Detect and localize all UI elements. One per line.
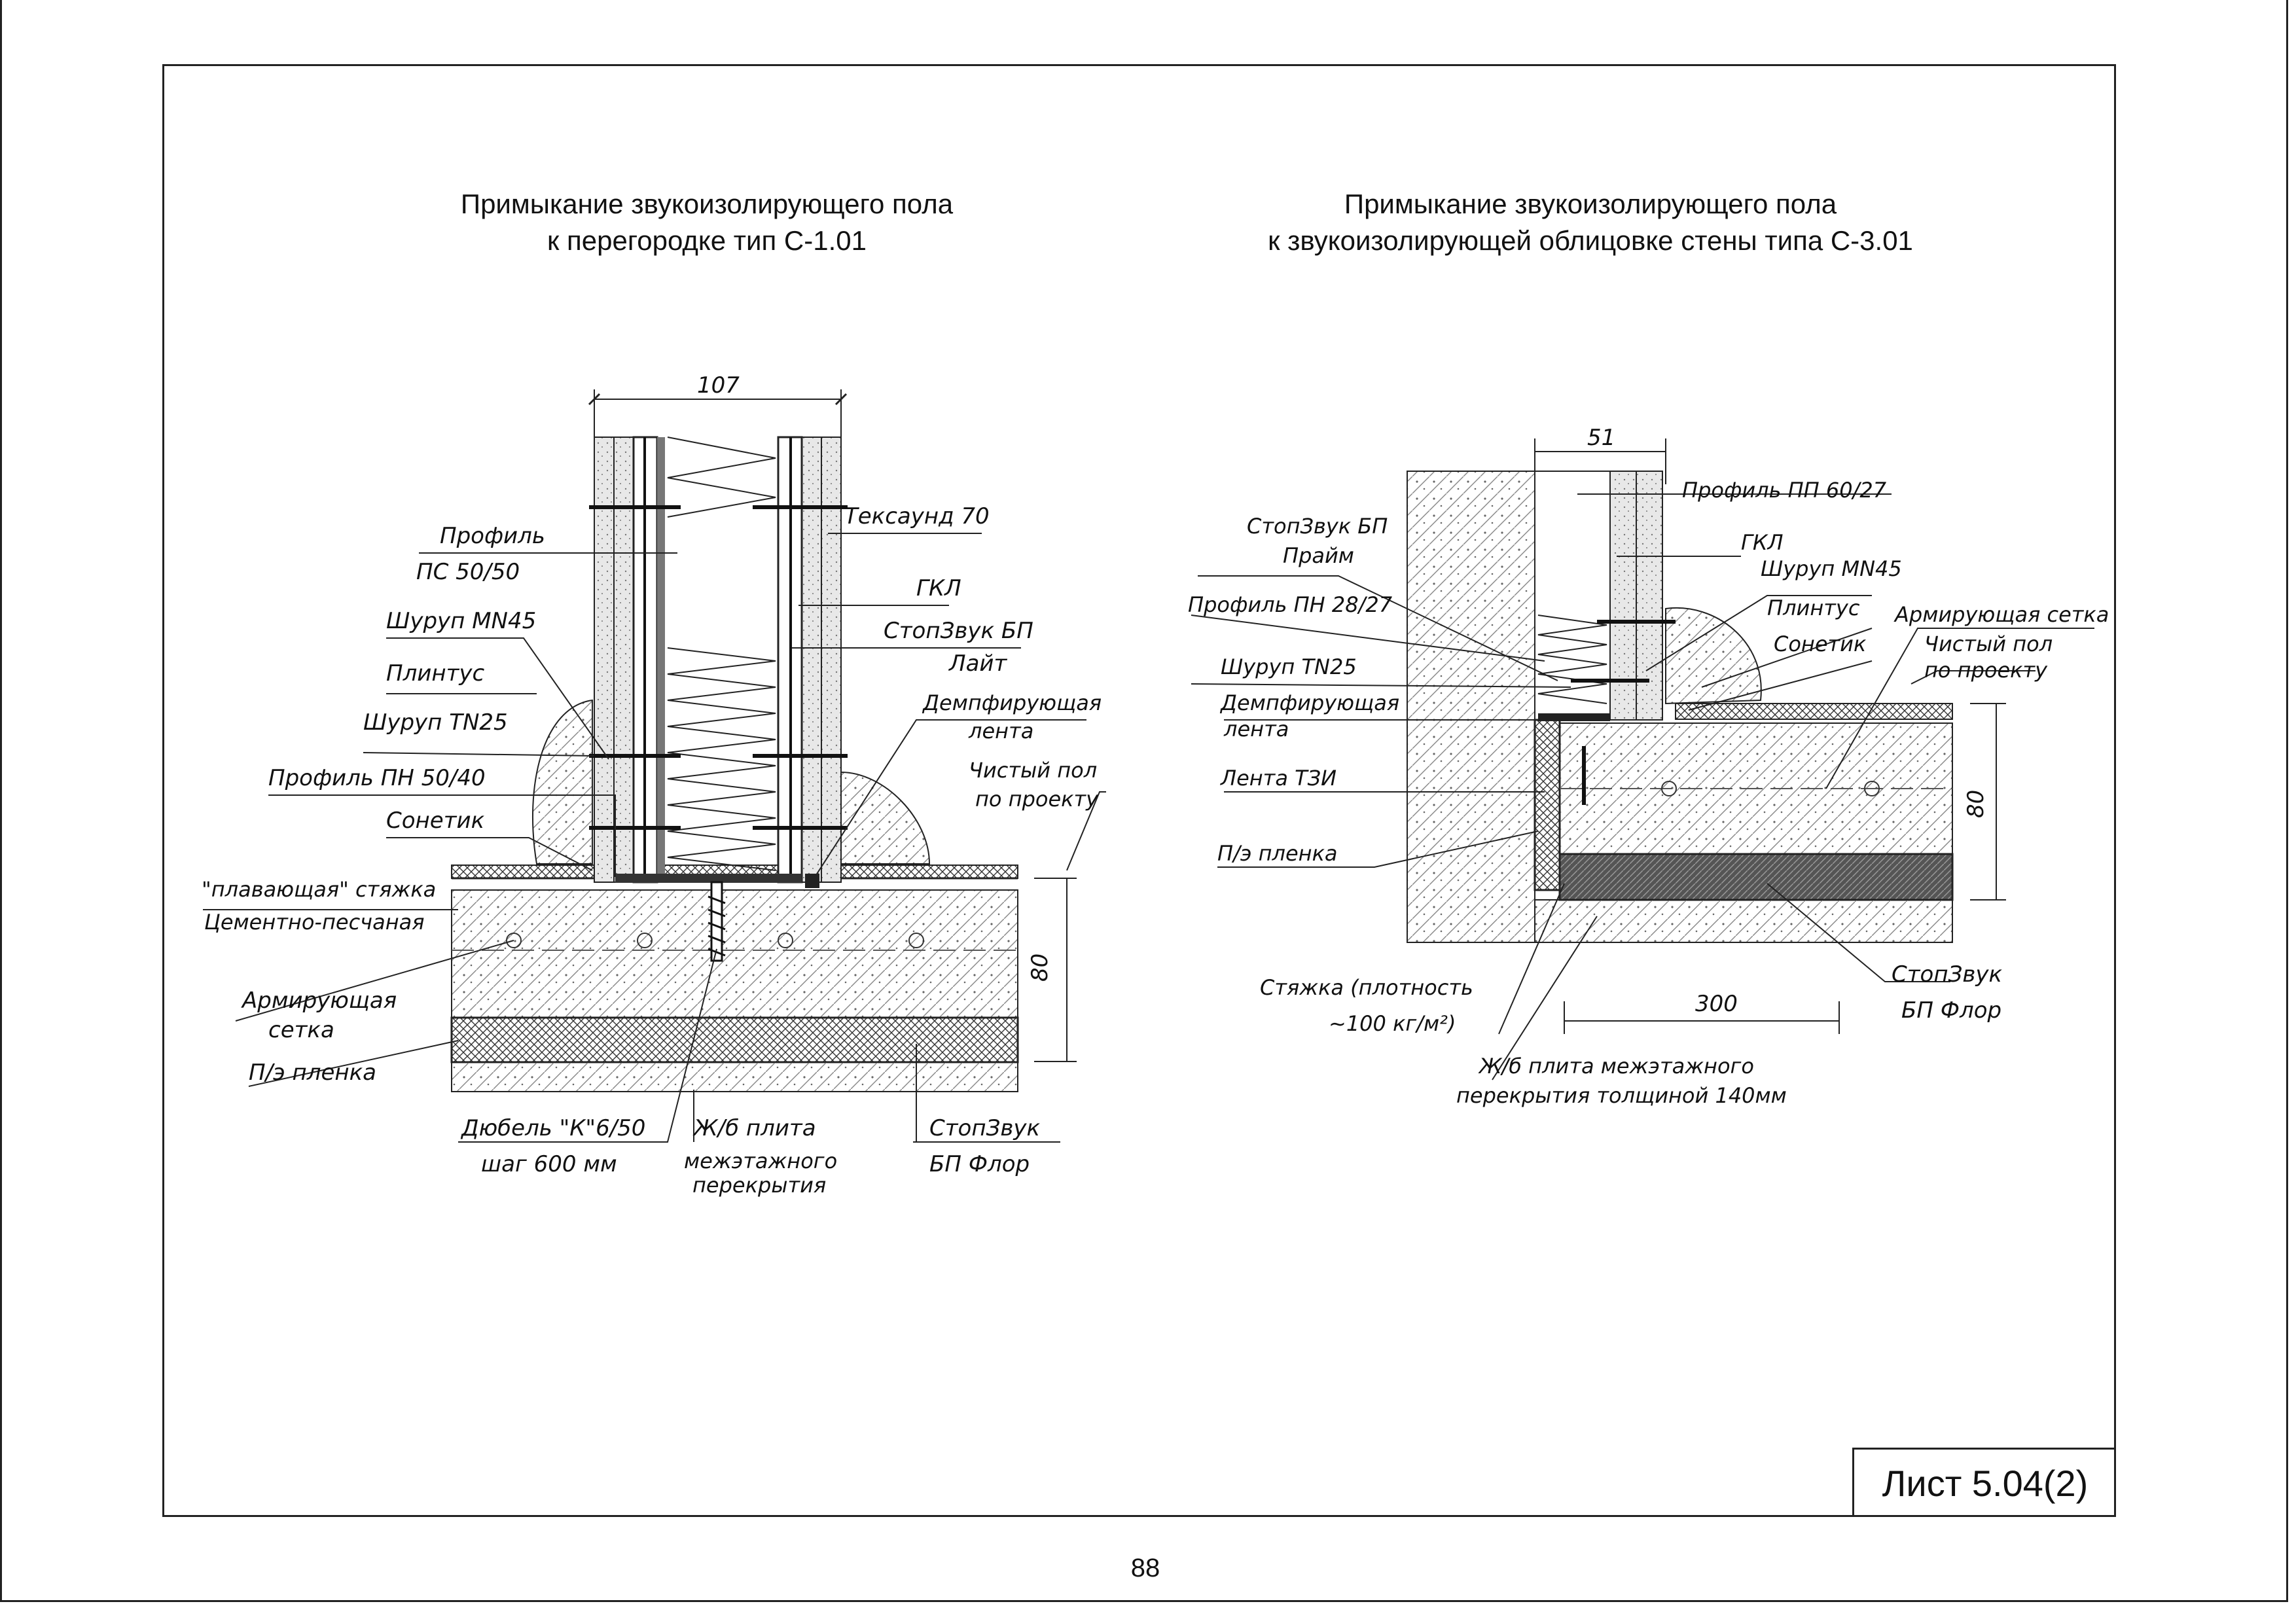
- left-detail: 107 80 Профиль ПС 5: [202, 372, 1106, 1198]
- right-label-plinth: Плинтус: [1767, 596, 1860, 620]
- left-label-profile-ps-1: Профиль: [440, 523, 545, 549]
- right-label-clean-floor-2: по проекту: [1924, 658, 2048, 683]
- right-clean-floor: [1675, 703, 1953, 720]
- left-dim-top: 107: [697, 372, 740, 399]
- left-detail-title: Примыкание звукоизолирующего пола к пере…: [367, 186, 1047, 259]
- left-profile-pn: [615, 874, 802, 883]
- right-damping-tape: [1538, 713, 1610, 721]
- right-dim-top: 51: [1587, 425, 1615, 451]
- left-label-slab-3: перекрытия: [692, 1173, 826, 1198]
- left-label-screed-2: Цементно-песчаная: [204, 910, 424, 935]
- left-label-dowel-1: Дюбель "К"6/50: [460, 1115, 645, 1141]
- right-title-line1: Примыкание звукоизолирующего пола: [1344, 188, 1837, 219]
- left-label-damping-2: лента: [968, 719, 1033, 743]
- left-label-stopzvuk-1: СтопЗвук БП: [884, 618, 1033, 644]
- left-gkl-outer-left: [594, 437, 615, 883]
- left-label-plinth: Плинтус: [386, 660, 485, 687]
- right-title-line2: к звукоизолирующей облицовке стены типа …: [1268, 225, 1913, 256]
- right-detail-title: Примыкание звукоизолирующего пола к звук…: [1198, 186, 1983, 259]
- left-label-mesh-2: сетка: [268, 1017, 334, 1043]
- left-leaders: [203, 533, 1106, 1143]
- right-label-screed-2: ~100 кг/м²): [1329, 1011, 1456, 1036]
- right-stopzvuk-floor: [1558, 853, 1954, 901]
- left-label-clean-floor-1: Чистый пол: [969, 758, 1097, 783]
- right-screws: [1571, 620, 1676, 805]
- left-gkl-inner-right: [801, 437, 822, 883]
- right-label-stopzvuk-prime-2: Прайм: [1283, 543, 1354, 568]
- right-label-slab-1: Ж/б плита межэтажного: [1478, 1054, 1754, 1079]
- right-plinth: [1665, 607, 1762, 705]
- right-label-damping-2: лента: [1223, 717, 1289, 741]
- right-label-stopzvuk-floor-2: БП Флор: [1901, 997, 2001, 1024]
- left-gkl-inner-left: [613, 437, 634, 883]
- left-stopzvuk-wool: [667, 647, 776, 871]
- left-plinth: [532, 699, 593, 865]
- left-label-clean-floor-2: по проекту: [975, 787, 1099, 812]
- left-label-profile-pn: Профиль ПН 50/40: [268, 765, 486, 791]
- left-plinth-right: [840, 771, 931, 865]
- left-damping-tape: [805, 874, 819, 888]
- left-gkl-outer-right: [821, 437, 842, 883]
- left-insulation-layer: [450, 1016, 1019, 1063]
- right-label-damping-1: Демпфирующая: [1219, 690, 1399, 715]
- right-label-pe-film: П/э пленка: [1217, 841, 1338, 866]
- sheet-number-box: Лист 5.04(2): [1852, 1448, 2116, 1517]
- left-texound: [657, 437, 665, 882]
- left-label-stopzvuk-2: Лайт: [948, 651, 1007, 677]
- right-detail: 51 80 300 Стоп: [1188, 425, 2109, 1108]
- left-slab: [451, 1061, 1018, 1092]
- right-dim-bottom: 300: [1695, 991, 1738, 1017]
- right-leaders: [1191, 493, 2094, 1080]
- left-label-damping-1: Демпфирующая: [922, 690, 1102, 715]
- drawing-frame: [162, 64, 2116, 1517]
- right-tape-tzi: [1534, 719, 1561, 891]
- right-wall: [1407, 471, 1535, 943]
- right-label-screed-1: Стяжка (плотность: [1260, 975, 1473, 1000]
- right-slab: [1534, 899, 1953, 943]
- left-label-dowel-2: шаг 600 мм: [481, 1151, 617, 1177]
- right-label-profile-pp: Профиль ПП 60/27: [1682, 478, 1887, 503]
- left-label-mesh-1: Армирующая: [241, 988, 397, 1014]
- right-label-gkl: ГКЛ: [1741, 530, 1784, 555]
- left-label-pe-film: П/э пленка: [249, 1060, 376, 1086]
- left-label-screw-tn25: Шуруп TN25: [363, 709, 508, 736]
- right-label-slab-2: перекрытия толщиной 140мм: [1456, 1083, 1787, 1108]
- right-label-stopzvuk-floor-1: СтопЗвук: [1892, 961, 2003, 988]
- right-gkl-2: [1636, 471, 1663, 721]
- right-label-screw-tn25: Шуруп TN25: [1221, 654, 1357, 679]
- left-label-screed-1: "плавающая" стяжка: [202, 877, 436, 902]
- left-label-slab-2: межэтажного: [684, 1149, 837, 1173]
- right-label-screw-mn45: Шуруп MN45: [1761, 556, 1902, 581]
- left-label-profile-ps-2: ПС 50/50: [416, 559, 520, 585]
- left-title-line1: Примыкание звукоизолирующего пола: [460, 188, 954, 219]
- right-label-mesh: Армирующая сетка: [1893, 602, 2109, 627]
- right-label-sonetik: Сонетик: [1774, 632, 1867, 656]
- right-label-stopzvuk-prime-1: СтопЗвук БП: [1247, 514, 1388, 539]
- page-number: 88: [1130, 1554, 1160, 1582]
- right-label-profile-pn: Профиль ПН 28/27: [1188, 592, 1393, 617]
- right-label-tape-tzi: Лента ТЗИ: [1220, 766, 1336, 791]
- left-label-screw-mn45: Шуруп MN45: [386, 608, 536, 634]
- sheet-label: Лист 5.04(2): [1882, 1463, 2089, 1504]
- left-label-slab-1: Ж/б плита: [692, 1115, 816, 1141]
- left-label-gkl: ГКЛ: [916, 575, 961, 601]
- right-gkl-1: [1609, 471, 1637, 721]
- left-title-line2: к перегородке тип С-1.01: [547, 225, 867, 256]
- left-dim-right: 80: [1027, 954, 1053, 982]
- left-label-sonetik: Сонетик: [386, 808, 485, 834]
- right-label-clean-floor-1: Чистый пол: [1924, 632, 2053, 656]
- left-label-stopzvuk-floor-2: БП Флор: [929, 1151, 1030, 1177]
- left-label-texound: Тексаунд 70: [844, 503, 990, 529]
- right-dim-right: 80: [1963, 790, 1989, 818]
- left-label-stopzvuk-floor-1: СтопЗвук: [929, 1115, 1041, 1141]
- left-screed: [451, 889, 1018, 1018]
- left-screws: [589, 505, 848, 830]
